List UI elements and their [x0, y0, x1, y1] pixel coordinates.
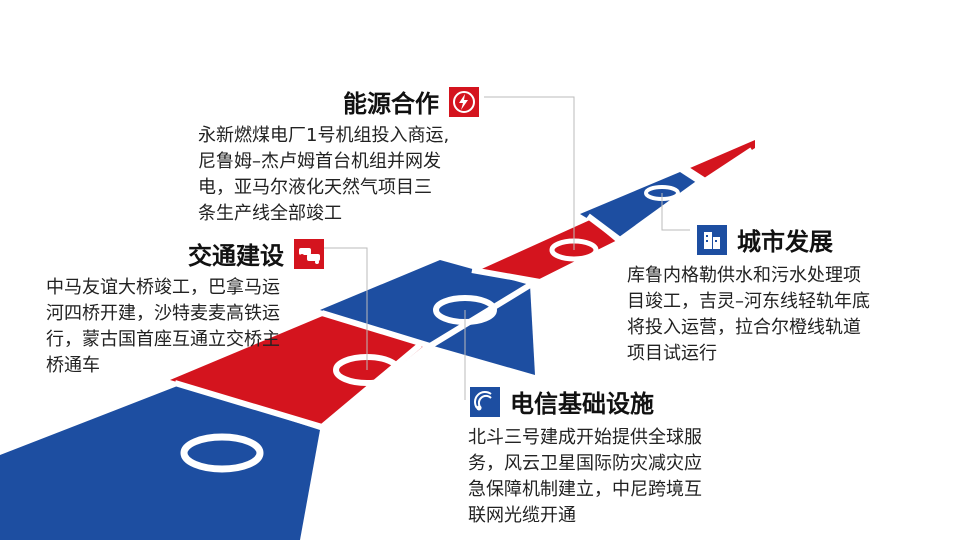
city-line: 项目试运行	[627, 343, 717, 364]
telecom-line: 北斗三号建成开始提供全球服	[468, 427, 702, 448]
road-segment-red-3	[690, 140, 755, 180]
milestone-ring-1	[180, 433, 264, 473]
transport-line: 行，蒙古国首座互通立交桥主	[46, 329, 280, 350]
city-line: 目竣工，吉灵–河东线轻轨年底	[627, 291, 870, 312]
telecom-title: 电信基础设施	[510, 390, 654, 418]
energy-line: 尼鲁姆–杰卢姆首台机组并网发	[198, 151, 441, 172]
telecom-line: 联网光缆开通	[468, 505, 576, 526]
road-segment-blue-1	[0, 385, 320, 540]
energy-line: 电，亚马尔液化天然气项目三	[198, 177, 432, 198]
road-segment-blue-2	[320, 260, 535, 375]
transport-title-row: 交通建设	[188, 236, 324, 271]
city-title-row: 城市发展	[697, 222, 870, 257]
energy-body: 永新燃煤电厂1号机组投入商运, 尼鲁姆–杰卢姆首台机组并网发 电，亚马尔液化天然…	[198, 123, 479, 227]
telecom-title-row: 电信基础设施	[470, 384, 702, 419]
road-segment-red-2	[475, 220, 620, 280]
satellite-icon	[470, 386, 500, 417]
city-section: 城市发展 库鲁内格勒供水和污水处理项 目竣工，吉灵–河东线轻轨年底 将投入运营，…	[627, 222, 870, 367]
transport-line: 桥通车	[46, 355, 100, 376]
city-line: 库鲁内格勒供水和污水处理项	[627, 265, 861, 286]
city-line: 将投入运营，拉合尔橙线轨道	[627, 317, 861, 338]
energy-line: 条生产线全部竣工	[198, 203, 342, 224]
energy-title-row: 能源合作	[343, 84, 479, 119]
leader-line-transport	[322, 247, 368, 370]
leader-line-energy	[484, 96, 575, 250]
transport-line: 河四桥开建，沙特麦麦高铁运	[46, 303, 280, 324]
city-title: 城市发展	[737, 228, 833, 256]
energy-section: 能源合作 永新燃煤电厂1号机组投入商运, 尼鲁姆–杰卢姆首台机组并网发 电，亚马…	[198, 84, 479, 227]
transport-title: 交通建设	[188, 242, 284, 270]
building-icon	[697, 224, 727, 255]
leader-line-city	[661, 193, 690, 231]
telecom-line: 急保障机制建立，中尼跨境互	[468, 479, 702, 500]
city-body: 库鲁内格勒供水和污水处理项 目竣工，吉灵–河东线轻轨年底 将投入运营，拉合尔橙线…	[627, 263, 870, 367]
telecom-line: 务，风云卫星国际防灾减灾应	[468, 453, 702, 474]
telecom-section: 电信基础设施 北斗三号建成开始提供全球服 务，风云卫星国际防灾减灾应 急保障机制…	[440, 384, 702, 529]
energy-title: 能源合作	[343, 90, 439, 118]
transport-body: 中马友谊大桥竣工，巴拿马运 河四桥开建，沙特麦麦高铁运 行，蒙古国首座互通立交桥…	[46, 275, 324, 379]
lightning-icon	[449, 86, 479, 117]
transport-section: 交通建设 中马友谊大桥竣工，巴拿马运 河四桥开建，沙特麦麦高铁运 行，蒙古国首座…	[46, 236, 324, 379]
vehicles-icon	[294, 238, 324, 269]
energy-line: 永新燃煤电厂1号机组投入商运,	[198, 125, 450, 146]
transport-line: 中马友谊大桥竣工，巴拿马运	[46, 277, 280, 298]
telecom-body: 北斗三号建成开始提供全球服 务，风云卫星国际防灾减灾应 急保障机制建立，中尼跨境…	[468, 425, 702, 529]
